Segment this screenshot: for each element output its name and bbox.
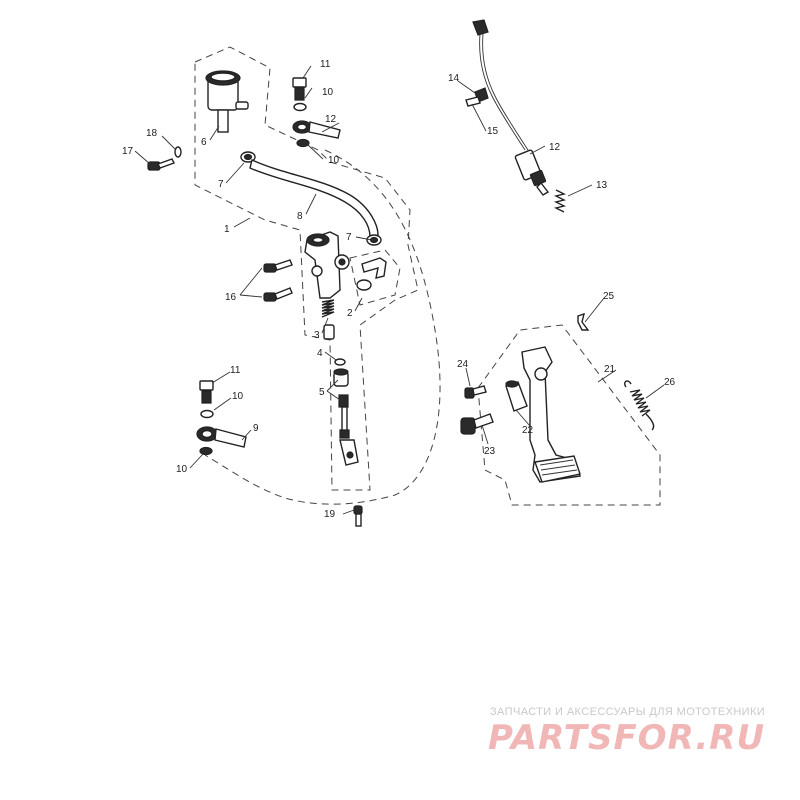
callout-22: 22: [522, 425, 534, 436]
parts: [147, 19, 655, 527]
callout-17: 17: [122, 146, 134, 157]
washer-top-1: [293, 102, 307, 112]
callout-16: 16: [225, 292, 237, 303]
bolt-17: [147, 158, 175, 171]
assembly-outlines: [194, 46, 661, 506]
pedal-assembly-outline: [477, 324, 661, 506]
master-cylinder-assembly-outline: [194, 46, 419, 491]
mount-bolt-lower: [263, 287, 293, 302]
cotter-pin: [577, 312, 590, 331]
leader-lines: [134, 65, 665, 515]
callout-10-top-1: 10: [322, 87, 334, 98]
elbow-fitting: [356, 257, 387, 291]
callout-10-top-2: 10: [328, 155, 340, 166]
callout-14: 14: [448, 73, 460, 84]
callout-9: 9: [253, 423, 259, 434]
callout-labels: 1 2 3 4 5 6 7 7 8 9 10 10 11 10 11 10 12…: [122, 59, 676, 520]
washer-lower-1: [200, 409, 214, 419]
brake-pedal: [521, 346, 581, 483]
callout-15: 15: [487, 126, 499, 137]
washer-lower-2: [199, 446, 213, 456]
mount-bolt-upper: [263, 259, 293, 273]
pushrod-clevis: [338, 394, 359, 466]
callout-3: 3: [314, 330, 320, 341]
pedal-bushing: [505, 380, 528, 412]
cup-seal: [334, 358, 346, 366]
callout-7-upper: 7: [218, 179, 224, 190]
callout-13: 13: [596, 180, 608, 191]
watermark-caption: ЗАПЧАСТИ И АКСЕССУАРЫ ДЛЯ МОТОТЕХНИКИ: [490, 706, 766, 718]
callout-18: 18: [146, 128, 158, 139]
hose-routing-outline: [204, 149, 441, 505]
callout-12-switch: 12: [549, 142, 561, 153]
hose-clamp-lower: [366, 234, 382, 246]
master-cylinder-body: [304, 231, 350, 299]
callout-10-lower-1: 10: [232, 391, 244, 402]
callout-21: 21: [604, 364, 616, 375]
pedal-pivot-bolt: [460, 413, 494, 435]
brake-light-switch: [472, 19, 550, 196]
callout-5: 5: [319, 387, 325, 398]
washer-top-2: [296, 138, 310, 148]
return-spring: [321, 299, 335, 340]
callout-26: 26: [664, 377, 676, 388]
callout-11-lower: 11: [230, 365, 241, 376]
callout-10-lower-2: 10: [176, 464, 188, 475]
piston: [333, 368, 349, 387]
reservoir-tank: [205, 70, 249, 133]
banjo-bolt-top: [292, 77, 307, 101]
pedal-return-spring: [623, 380, 655, 431]
bolt-19: [353, 505, 363, 527]
callout-19: 19: [324, 509, 336, 520]
callout-8: 8: [297, 211, 303, 222]
callout-2: 2: [347, 308, 353, 319]
banjo-bolt-lower: [199, 380, 214, 404]
callout-23: 23: [484, 446, 496, 457]
callout-11-top: 11: [320, 59, 331, 70]
bolt-24: [464, 385, 487, 399]
callout-1: 1: [224, 224, 230, 235]
washer-18: [174, 146, 182, 158]
callout-7-lower: 7: [346, 232, 352, 243]
switch-bracket-bolt: [465, 87, 489, 107]
callout-25: 25: [603, 291, 615, 302]
callout-12-top: 12: [325, 114, 337, 125]
callout-6: 6: [201, 137, 207, 148]
sub-assembly-2-outline: [349, 249, 401, 306]
switch-spring: [553, 189, 567, 213]
watermark-logo: PARTSFOR.RU: [488, 718, 766, 758]
callout-24: 24: [457, 359, 469, 370]
banjo-fitting-lower: [196, 426, 247, 448]
callout-4: 4: [317, 348, 323, 359]
